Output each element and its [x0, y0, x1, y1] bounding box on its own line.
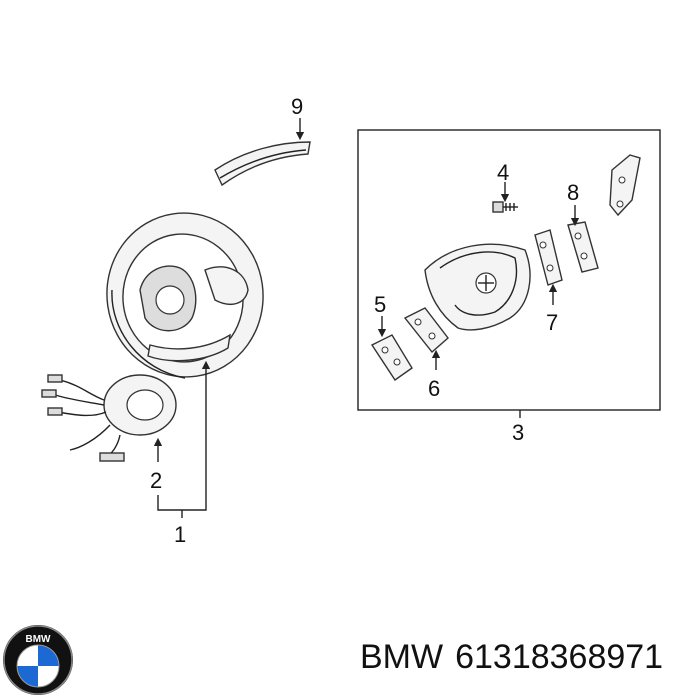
- part-number-caption: BMW 61318368971: [360, 638, 675, 677]
- svg-text:BMW: BMW: [26, 634, 52, 645]
- callout-1: 1: [174, 522, 186, 547]
- callout-3: 3: [512, 420, 524, 445]
- switch-part-8: [567, 221, 599, 273]
- bmw-logo: BMW: [3, 625, 73, 695]
- callout-8: 8: [567, 180, 579, 205]
- leader-1: [157, 360, 211, 518]
- airbag-module: [424, 243, 531, 331]
- trim-strip-part-9: [214, 141, 311, 187]
- airbag-group-box: [357, 129, 661, 411]
- switch-part-5: [370, 334, 413, 381]
- brand-name: BMW: [360, 638, 444, 676]
- switch-part-6: [403, 307, 449, 354]
- callout-2: 2: [150, 468, 162, 493]
- clock-spring-part-2: [41, 374, 177, 462]
- bracket-part: [609, 154, 641, 217]
- callout-5: 5: [374, 292, 386, 317]
- callout-9: 9: [291, 94, 303, 119]
- callout-7: 7: [546, 310, 558, 335]
- callout-4: 4: [497, 160, 509, 185]
- switch-part-7: [534, 229, 563, 286]
- part-number: 61318368971: [455, 638, 664, 676]
- callout-6: 6: [428, 376, 440, 401]
- screw-part-4: [492, 201, 518, 213]
- steering-wheel-part-1: [106, 212, 264, 379]
